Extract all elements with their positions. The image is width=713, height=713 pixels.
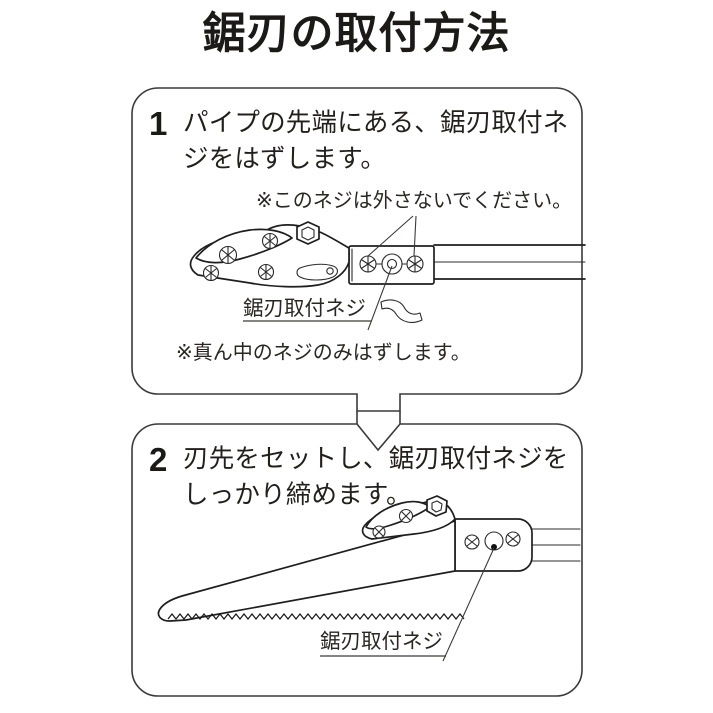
housing-screw-left [359, 255, 377, 273]
step-1-note-top: ※このネジは外さないでください。 [256, 190, 573, 212]
saw-teeth [167, 612, 465, 621]
pivot-hex-nut [296, 221, 320, 245]
leader-callout-to-middle-screw [367, 265, 393, 331]
head2-screw-b [372, 525, 386, 539]
hook-glyph [380, 299, 423, 323]
leader-note-to-right-screw [413, 215, 417, 257]
step-2-number: 2 [149, 441, 168, 478]
head-screw-a [261, 232, 279, 250]
head2-screw-a [398, 508, 414, 524]
latch-slot [296, 263, 339, 281]
flow-arrow-icon [356, 411, 401, 424]
saw-blade-body [157, 520, 456, 622]
pruner-head-illustration [189, 215, 586, 331]
saw-attached-illustration [157, 495, 581, 662]
latch-hole [326, 267, 334, 275]
saw-housing-screw-left [464, 534, 480, 550]
saw-housing-screw-right [505, 531, 521, 547]
pivot-hex-nut-2 [426, 495, 448, 517]
housing-screw-middle-mounting [381, 253, 403, 275]
step-1-instruction: パイプの先端にある、鋸刃取付ネジをはずします。 [183, 109, 569, 174]
leader-callout-to-saw-screw-2 [442, 547, 495, 662]
saw-housing-screw-middle-mounting [484, 531, 504, 551]
step-1-number: 1 [149, 105, 168, 142]
head-screw-b [218, 245, 238, 265]
step-1-note-bottom: ※真ん中のネジのみはずします。 [176, 342, 471, 364]
page-title: 鋸刃の取付方法 [202, 10, 511, 58]
head-screw-c [202, 264, 220, 282]
step-1-callout-label: 鋸刃取付ネジ [243, 297, 366, 320]
step-2-instruction: 刃先をセットし、鋸刃取付ネジをしっかり締めます。 [183, 445, 569, 510]
housing-screw-right [406, 255, 424, 273]
step-2-callout-label: 鋸刃取付ネジ [320, 630, 443, 653]
leader-note-to-left-screw [367, 215, 414, 257]
head-screw-d [257, 263, 275, 281]
